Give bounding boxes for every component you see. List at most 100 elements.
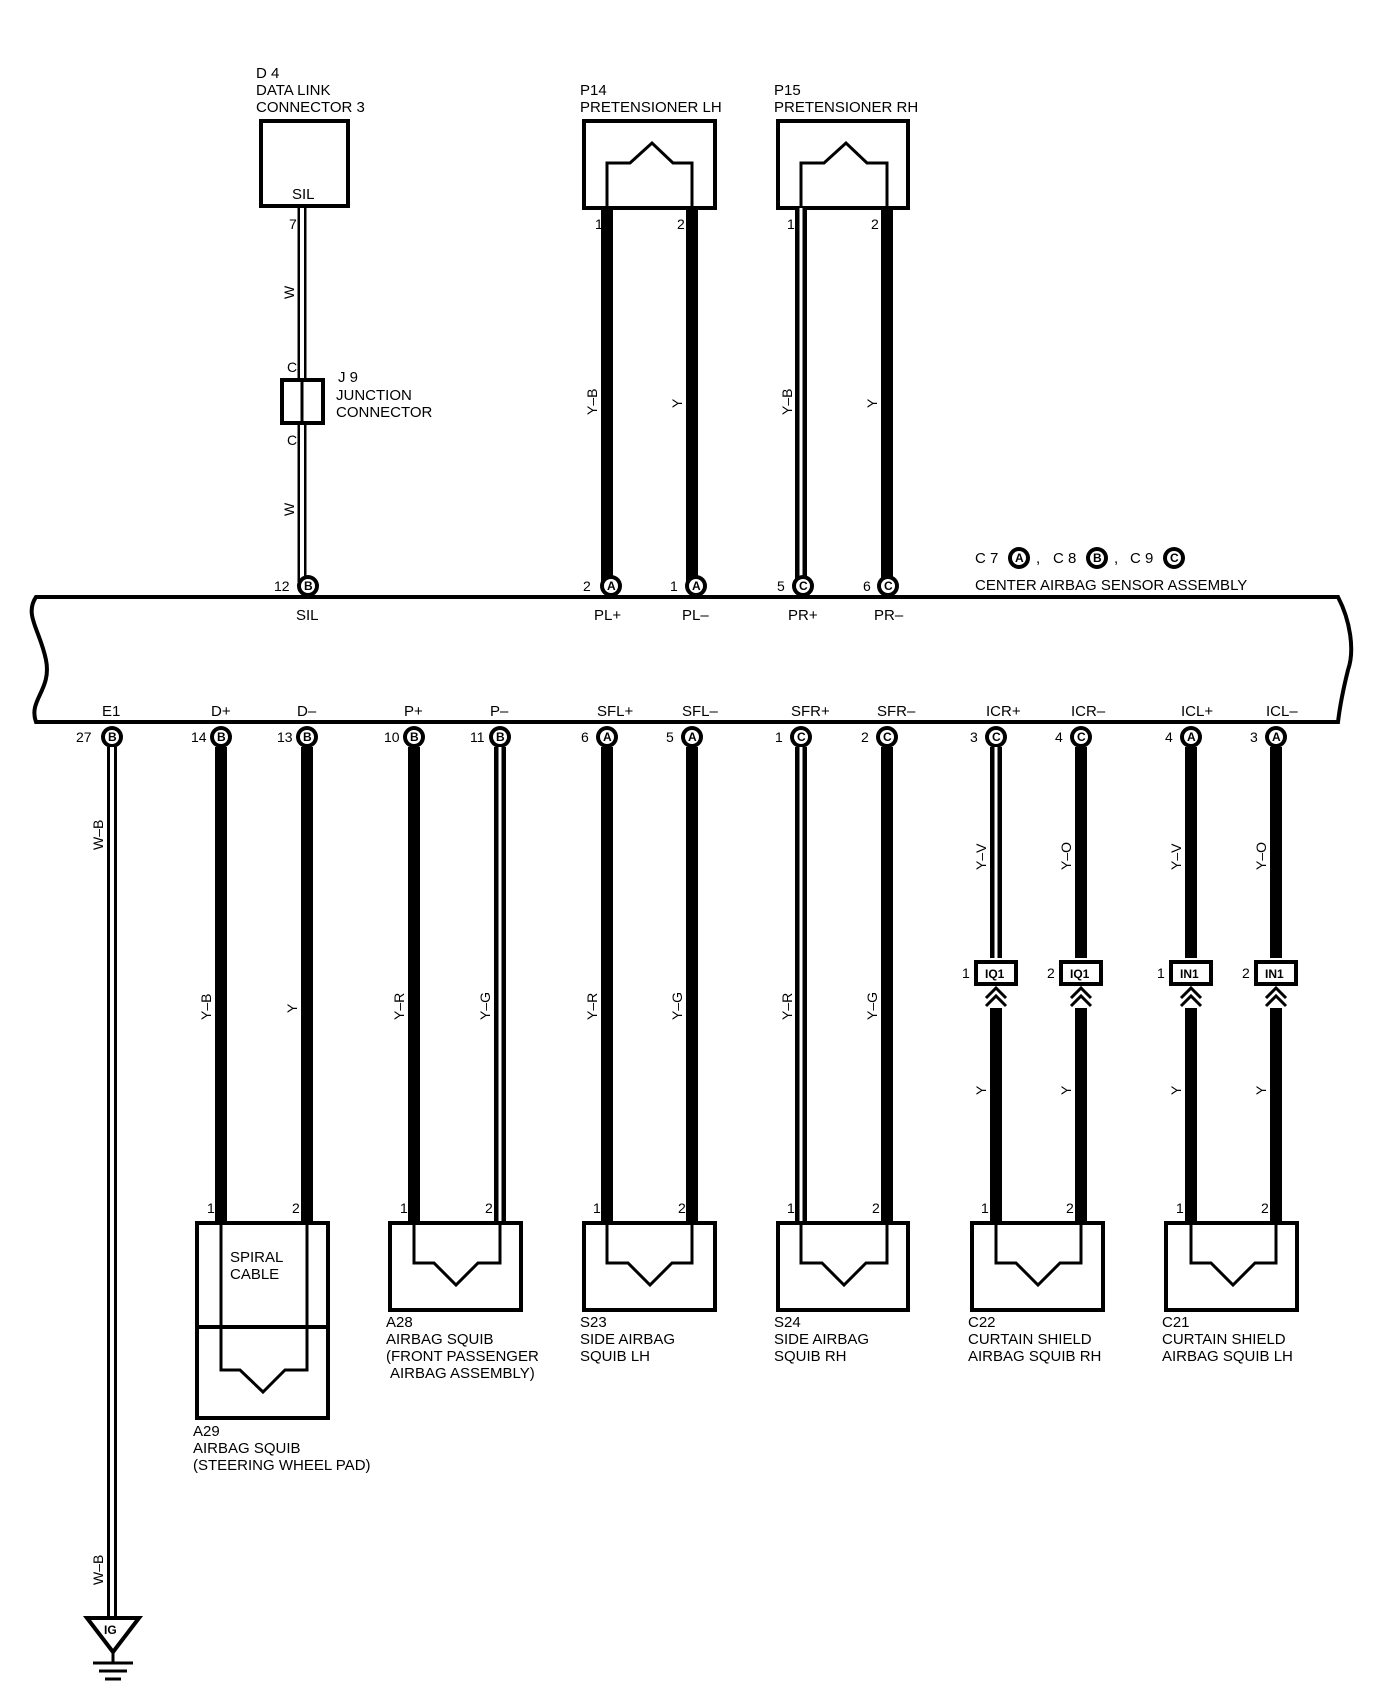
terminal-icl-minus-conn: A <box>1272 730 1281 744</box>
a29-airbag-squib: 1 2 SPIRAL CABLE A29 AIRBAG SQUIB (STEER… <box>193 1200 371 1474</box>
side-lh-wires: Y–R Y–G <box>584 747 698 1222</box>
svg-text:1: 1 <box>962 965 970 981</box>
terminal-sfl-plus-conn: A <box>603 730 612 744</box>
c21-label-1: CURTAIN SHIELD <box>1162 1331 1286 1348</box>
terminal-e1-conn: B <box>108 730 117 744</box>
sensor-connector-header: C 7 A , C 8 B , C 9 C CENTER AIRBAG SENS… <box>975 547 1247 594</box>
terminal-pr-plus: 5 C PR+ <box>777 575 818 624</box>
p14-box <box>582 119 717 210</box>
terminal-p-plus-pin: 10 <box>384 729 400 745</box>
p14-label: PRETENSIONER LH <box>580 99 722 116</box>
svg-text:,: , <box>1036 550 1040 567</box>
terminal-sfr-minus-conn: C <box>883 730 892 744</box>
p15-pretensioner-rh: P15 PRETENSIONER RH 1 2 <box>774 82 918 232</box>
terminal-pl-minus-name: PL– <box>682 607 709 624</box>
c22-label-1: CURTAIN SHIELD <box>968 1331 1092 1348</box>
svg-text:1: 1 <box>981 1200 989 1216</box>
p15-pin1: 1 <box>787 216 795 232</box>
terminal-sfl-minus-name: SFL– <box>682 703 719 720</box>
top-terminals: 12 B SIL 2 A PL+ 1 A PL– 5 C PR+ 6 C PR– <box>274 575 904 624</box>
svg-text:2: 2 <box>583 578 591 594</box>
a28-airbag-squib: 1 2 A28 AIRBAG SQUIB (FRONT PASSENGER AI… <box>386 1200 539 1382</box>
icr-minus-low-wire-color: Y <box>1058 1085 1074 1095</box>
svg-text:IQ1: IQ1 <box>1070 967 1090 981</box>
a29-code: A29 <box>193 1423 220 1440</box>
p14-pin2: 2 <box>677 216 685 232</box>
d-minus-wire-color: Y <box>284 1003 300 1013</box>
icl-plus-low-wire-color: Y <box>1168 1085 1184 1095</box>
d4-data-link-connector: D 4 DATA LINK CONNECTOR 3 SIL 7 <box>256 65 365 232</box>
s23-box <box>582 1221 717 1312</box>
terminal-pl-minus: 1 A PL– <box>670 575 709 624</box>
p-minus-wire-color: Y–G <box>477 992 493 1020</box>
sensor-conn-b: B <box>1093 551 1102 565</box>
sensor-conn-a: A <box>1015 551 1024 565</box>
svg-text:A: A <box>607 579 616 593</box>
s23-label-2: SQUIB LH <box>580 1348 650 1365</box>
sfl-minus-wire-color: Y–G <box>669 992 685 1020</box>
d4-inner-label: SIL <box>292 186 315 203</box>
e1-ground-wire: W–B W–B <box>90 747 117 1618</box>
driver-airbag-wires: Y–B Y <box>198 747 313 1222</box>
svg-text:2: 2 <box>872 1200 880 1216</box>
icr-plus-low-wire-color: Y <box>973 1085 989 1095</box>
sensor-c7: C 7 <box>975 550 998 567</box>
pl-plus-wire-color: Y–B <box>584 389 600 415</box>
terminal-sfr-plus-name: SFR+ <box>791 703 830 720</box>
svg-text:2: 2 <box>678 1200 686 1216</box>
svg-text:2: 2 <box>485 1200 493 1216</box>
a29-inner-1: SPIRAL <box>230 1249 283 1266</box>
terminal-icr-minus-pin: 4 <box>1055 729 1063 745</box>
terminal-sfr-plus-pin: 1 <box>775 729 783 745</box>
terminal-icl-plus-name: ICL+ <box>1181 703 1213 720</box>
svg-text:2: 2 <box>1066 1200 1074 1216</box>
svg-text:A: A <box>692 579 701 593</box>
d4-box <box>259 119 350 208</box>
terminal-sfl-plus-name: SFL+ <box>597 703 634 720</box>
svg-text:12: 12 <box>274 578 290 594</box>
pr-plus-wire-color: Y–B <box>779 389 795 415</box>
icr-minus-wire-color: Y–O <box>1058 842 1074 870</box>
a29-label-1: AIRBAG SQUIB <box>193 1440 301 1457</box>
svg-text:C: C <box>884 579 893 593</box>
inline-connector-in1-1: 1 IN1 <box>1157 960 1213 986</box>
a29-label-2: (STEERING WHEEL PAD) <box>193 1457 371 1474</box>
terminal-p-minus-conn: B <box>496 730 505 744</box>
sfr-minus-wire-color: Y–G <box>864 992 880 1020</box>
c21-curtain-shield-squib: 1 2 C21 CURTAIN SHIELD AIRBAG SQUIB LH <box>1162 1200 1299 1365</box>
center-airbag-sensor-body <box>29 595 1354 724</box>
sensor-conn-c: C <box>1170 551 1179 565</box>
a28-code: A28 <box>386 1314 413 1331</box>
icl-minus-wire-color: Y–O <box>1253 842 1269 870</box>
svg-text:IN1: IN1 <box>1180 967 1199 981</box>
terminal-icl-plus-conn: A <box>1187 730 1196 744</box>
sfl-plus-wire-color: Y–R <box>584 993 600 1020</box>
svg-text:1: 1 <box>1157 965 1165 981</box>
p14-code: P14 <box>580 82 607 99</box>
terminal-p-plus-name: P+ <box>404 703 423 720</box>
svg-text:B: B <box>304 579 313 593</box>
p15-code: P15 <box>774 82 801 99</box>
j9-bottom-label: C <box>287 432 297 448</box>
a28-label-3: AIRBAG ASSEMBLY) <box>390 1365 535 1382</box>
p15-pin2: 2 <box>871 216 879 232</box>
pr-minus-wire-color: Y <box>864 398 880 408</box>
c21-code: C21 <box>1162 1314 1190 1331</box>
s24-code: S24 <box>774 1314 801 1331</box>
svg-text:1: 1 <box>670 578 678 594</box>
terminal-sil: 12 B SIL <box>274 575 319 624</box>
terminal-p-minus-name: P– <box>490 703 509 720</box>
terminal-icr-plus-conn: C <box>992 730 1001 744</box>
svg-text:6: 6 <box>863 578 871 594</box>
terminal-icr-plus-pin: 3 <box>970 729 978 745</box>
a28-label-1: AIRBAG SQUIB <box>386 1331 494 1348</box>
s24-label-1: SIDE AIRBAG <box>774 1331 869 1348</box>
j9-label-1: JUNCTION <box>336 387 412 404</box>
